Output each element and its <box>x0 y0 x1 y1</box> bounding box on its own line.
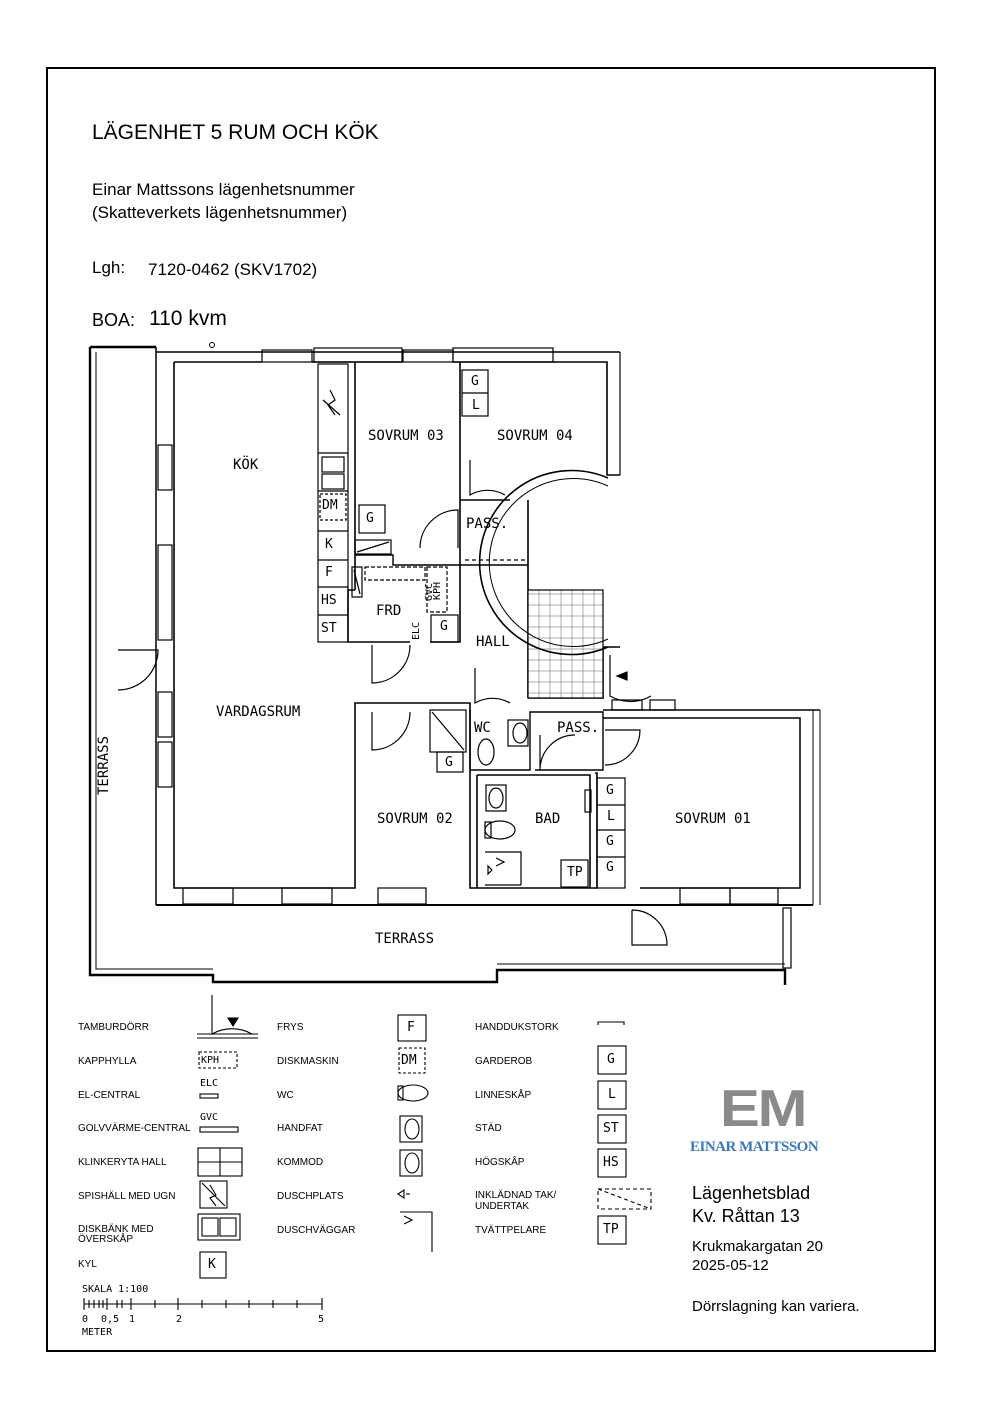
legend-symbol-kph: KPH <box>201 1055 220 1066</box>
legend-kapphylla: KAPPHYLLA <box>78 1056 137 1067</box>
logo-name: EINAR MATTSSON <box>690 1139 819 1155</box>
legend-diskbank: DISKBÄNK MED <box>78 1224 154 1235</box>
legend-wc: WC <box>277 1090 294 1101</box>
logo-mark: EM <box>720 1080 807 1138</box>
legend-frys: FRYS <box>277 1022 304 1033</box>
room-label-pass2: PASS. <box>557 720 600 736</box>
legend-undertak: UNDERTAK <box>475 1201 530 1212</box>
legend-el-central: EL-CENTRAL <box>78 1090 141 1101</box>
scale-tick-5: 5 <box>318 1314 325 1325</box>
page-title: LÄGENHET 5 RUM OCH KÖK <box>92 121 379 144</box>
scale-tick-05: 0,5 <box>101 1314 120 1325</box>
subtitle-line2: (Skatteverkets lägenhetsnummer) <box>92 203 348 222</box>
legend-symbol-hs: HS <box>603 1155 619 1170</box>
legend-handfat: HANDFAT <box>277 1123 323 1134</box>
legend-duschvaggar: DUSCHVÄGGAR <box>277 1225 356 1236</box>
legend-stad: STÄD <box>475 1123 502 1134</box>
fixture-l-sovrum01: L <box>607 809 615 824</box>
room-label-kok: KÖK <box>233 457 259 473</box>
legend-kommod: KOMMOD <box>277 1157 324 1168</box>
fixture-l-sovrum04: L <box>472 398 480 413</box>
legend-spishall: SPISHÄLL MED UGN <box>78 1191 176 1202</box>
legend-duschplats: DUSCHPLATS <box>277 1191 344 1202</box>
room-label-terrass-bottom: TERRASS <box>375 931 435 947</box>
room-label-sovrum02: SOVRUM 02 <box>377 811 453 827</box>
fixture-g-sovrum01-1: G <box>606 783 614 798</box>
room-label-pass1: PASS. <box>466 516 509 532</box>
date: 2025-05-12 <box>692 1257 769 1274</box>
legend-symbol-f: F <box>407 1020 415 1035</box>
room-label-sovrum04: SOVRUM 04 <box>497 428 573 444</box>
fixture-g-sovrum02: G <box>445 755 453 770</box>
legend-symbol-tp: TP <box>603 1222 619 1237</box>
legend-overskap: ÖVERSKÅP <box>78 1234 134 1245</box>
room-label-sovrum03: SOVRUM 03 <box>368 428 444 444</box>
legend-golvvarme: GOLVVÄRME-CENTRAL <box>78 1123 191 1134</box>
scale-tick-0: 0 <box>82 1314 89 1325</box>
legend-diskmaskin: DISKMASKIN <box>277 1056 339 1067</box>
legend-klinker: KLINKERYTA HALL <box>78 1157 167 1168</box>
legend-tvattpelare: TVÄTTPELARE <box>475 1225 547 1236</box>
legend-symbol-l: L <box>608 1087 616 1102</box>
doc-type: Lägenhetsblad <box>692 1183 811 1203</box>
fixture-tp: TP <box>567 865 583 880</box>
scale-tick-1: 1 <box>129 1314 136 1325</box>
boa-label: BOA: <box>92 310 136 330</box>
legend-symbol-st: ST <box>603 1121 619 1136</box>
fixture-g-sovrum01-3: G <box>606 860 614 875</box>
legend-linneskap: LINNESKÅP <box>475 1090 532 1101</box>
room-label-vardagsrum: VARDAGSRUM <box>216 704 301 720</box>
door-note: Dörrslagning kan variera. <box>692 1298 860 1315</box>
fixture-st: ST <box>321 621 337 636</box>
company-logo: EM EINAR MATTSSON <box>690 1083 832 1159</box>
legend-hogskap: HÖGSKÅP <box>475 1157 525 1168</box>
legend-handdukstork: HANDDUKSTORK <box>475 1022 559 1033</box>
boa-value: 110 kvm <box>149 307 227 330</box>
page-frame <box>46 67 936 1352</box>
legend-kyl: KYL <box>78 1259 97 1270</box>
legend-symbol-elc: ELC <box>200 1078 219 1089</box>
fixture-hs: HS <box>321 593 337 608</box>
room-label-sovrum01: SOVRUM 01 <box>675 811 751 827</box>
legend-symbol-gvc: GVC <box>200 1112 219 1123</box>
fixture-dm: DM <box>322 498 338 513</box>
legend-tamburdorr: TAMBURDÖRR <box>78 1022 149 1033</box>
lgh-value: 7120-0462 (SKV1702) <box>148 260 318 279</box>
legend-symbol-k: K <box>208 1257 216 1272</box>
scale-label: SKALA 1:100 <box>82 1284 149 1295</box>
fixture-g-sovrum04: G <box>471 374 479 389</box>
legend-symbol-dm: DM <box>401 1053 417 1068</box>
fixture-g-sovrum01-2: G <box>606 834 614 849</box>
room-label-wc: WC <box>474 720 491 736</box>
legend-inkladnad: INKLÄDNAD TAK/ <box>475 1190 557 1201</box>
lgh-label: Lgh: <box>92 258 126 277</box>
fixture-g-sovrum03: G <box>366 511 374 526</box>
property-name: Kv. Råttan 13 <box>692 1206 800 1226</box>
room-label-frd: FRD <box>376 603 402 619</box>
subtitle-line1: Einar Mattssons lägenhetsnummer <box>92 180 355 199</box>
room-label-hall: HALL <box>476 634 510 650</box>
legend-symbol-g: G <box>607 1052 615 1067</box>
legend-garderob: GARDEROB <box>475 1056 533 1067</box>
address: Krukmakargatan 20 <box>692 1238 823 1255</box>
room-label-bad: BAD <box>535 811 561 827</box>
scale-unit: METER <box>82 1327 113 1338</box>
fixture-g-hall: G <box>440 619 448 634</box>
scale-tick-2: 2 <box>176 1314 183 1325</box>
fixture-f: F <box>325 565 333 580</box>
fixture-k: K <box>325 537 333 552</box>
